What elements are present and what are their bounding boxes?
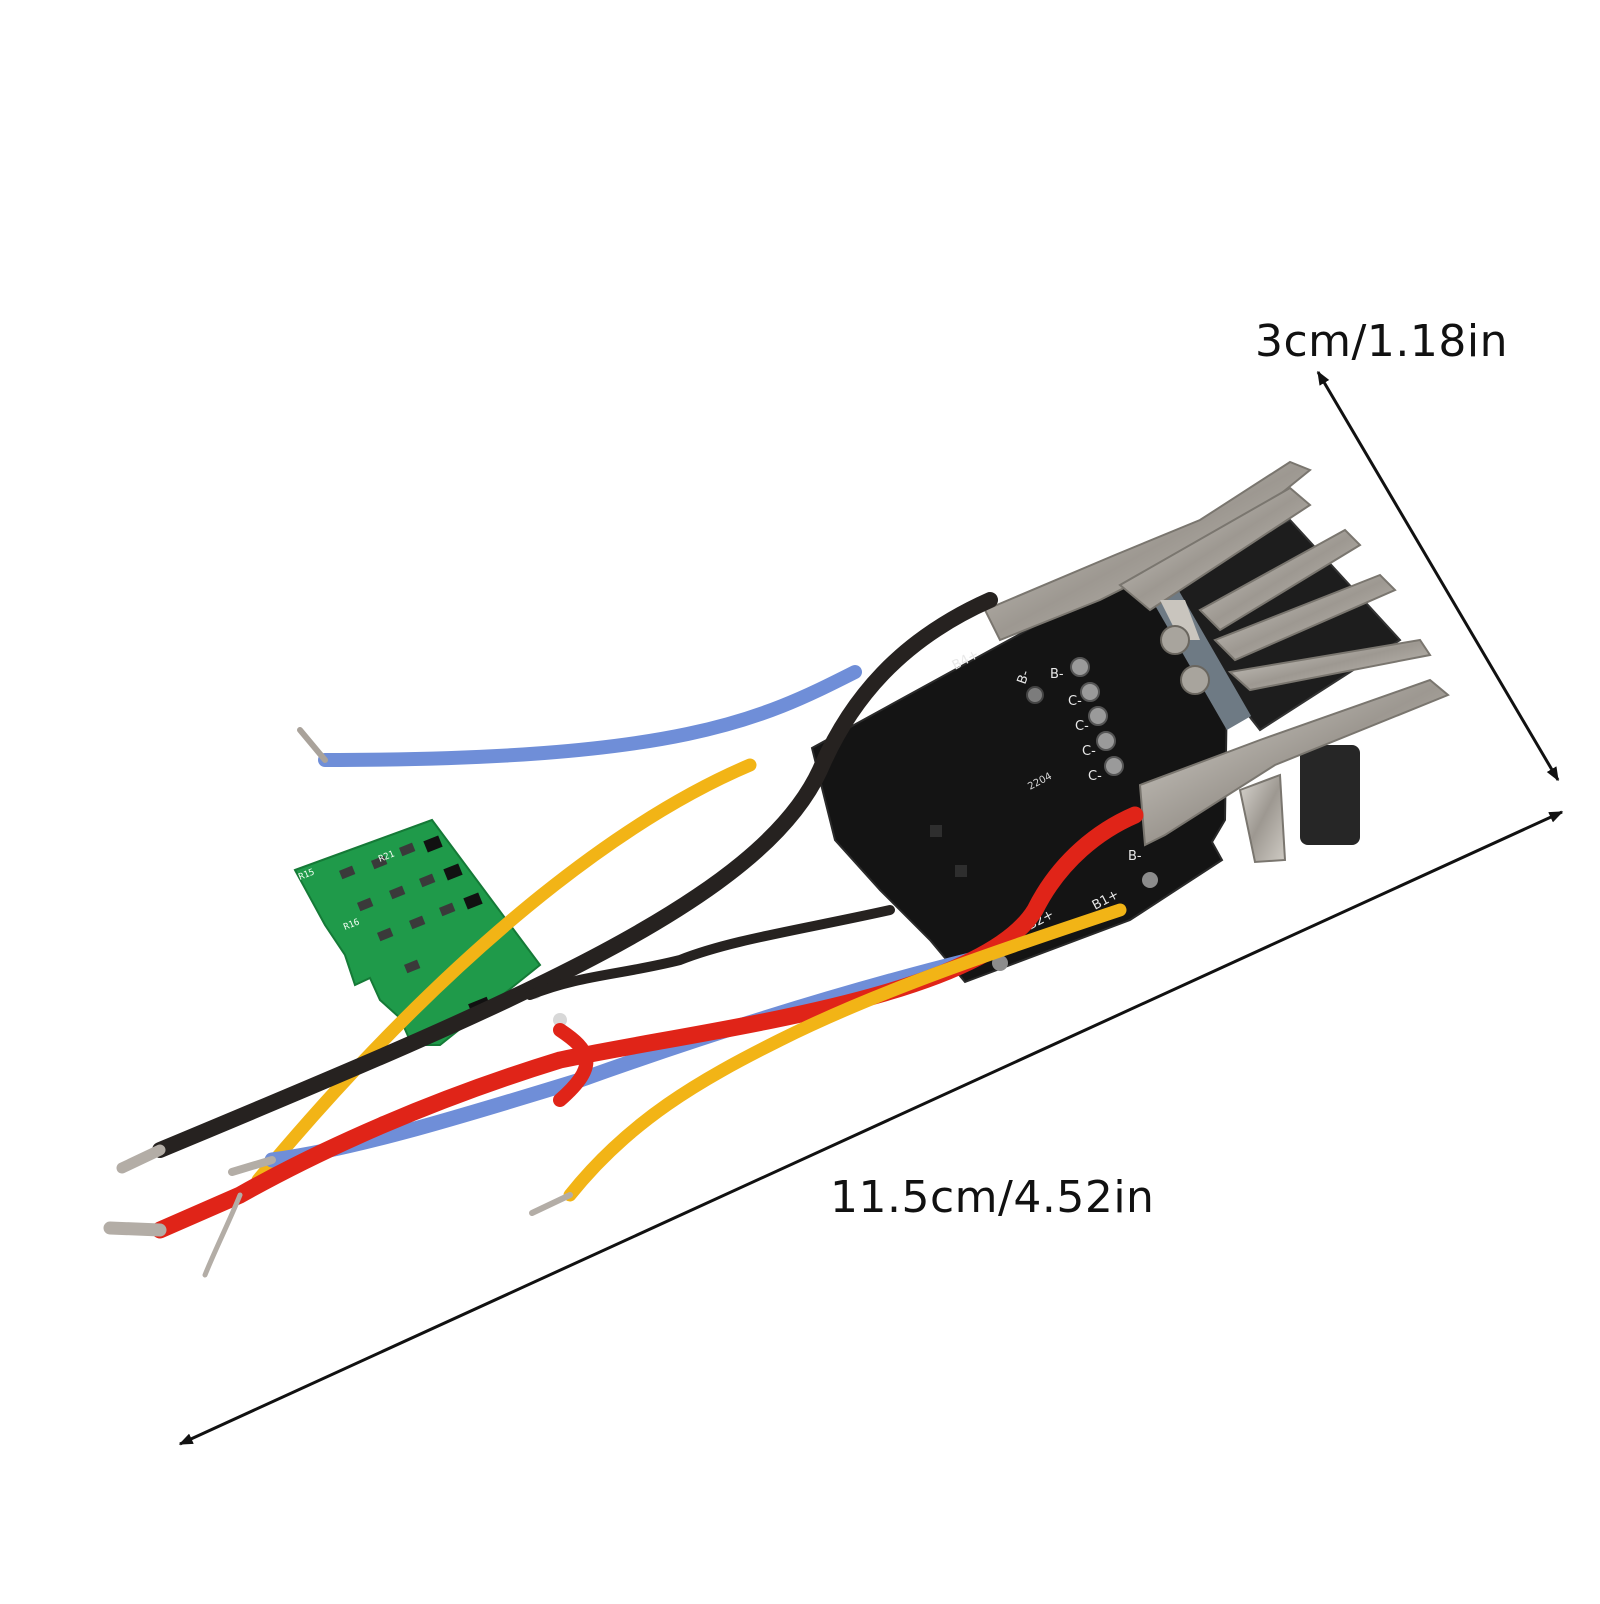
b-minus-label-2: B- xyxy=(1050,667,1064,682)
yellow-wire-2 xyxy=(563,903,1127,1202)
b-minus-label-1: B- xyxy=(1015,668,1034,686)
c-label-3: C- xyxy=(1082,744,1096,759)
width-dimension-arrow xyxy=(1316,370,1560,782)
c-label-4: C- xyxy=(1088,769,1102,784)
terminal-connector xyxy=(983,460,1450,864)
c-label-1: C- xyxy=(1068,694,1082,709)
length-dimension-arrow xyxy=(178,810,1564,1446)
green-sub-board: R15 R16 R21 xyxy=(293,818,567,1046)
c-label-2: C- xyxy=(1075,719,1089,734)
blue-wire-top xyxy=(318,665,862,767)
black-wire-short xyxy=(525,905,895,1000)
yellow-wire-1 xyxy=(251,758,757,1187)
length-dimension-label: 11.5cm/4.52in xyxy=(830,1172,1155,1223)
black-wire-main xyxy=(152,592,998,1158)
width-dimension-label: 3cm/1.18in xyxy=(1255,316,1508,367)
main-pcb: B4+ B- B- C- C- C- C- 2204 B- B2+ B1+ xyxy=(810,558,1230,984)
wires xyxy=(103,592,1144,1278)
red-wire xyxy=(151,806,1144,1239)
b-minus-label-3: B- xyxy=(1128,849,1142,864)
